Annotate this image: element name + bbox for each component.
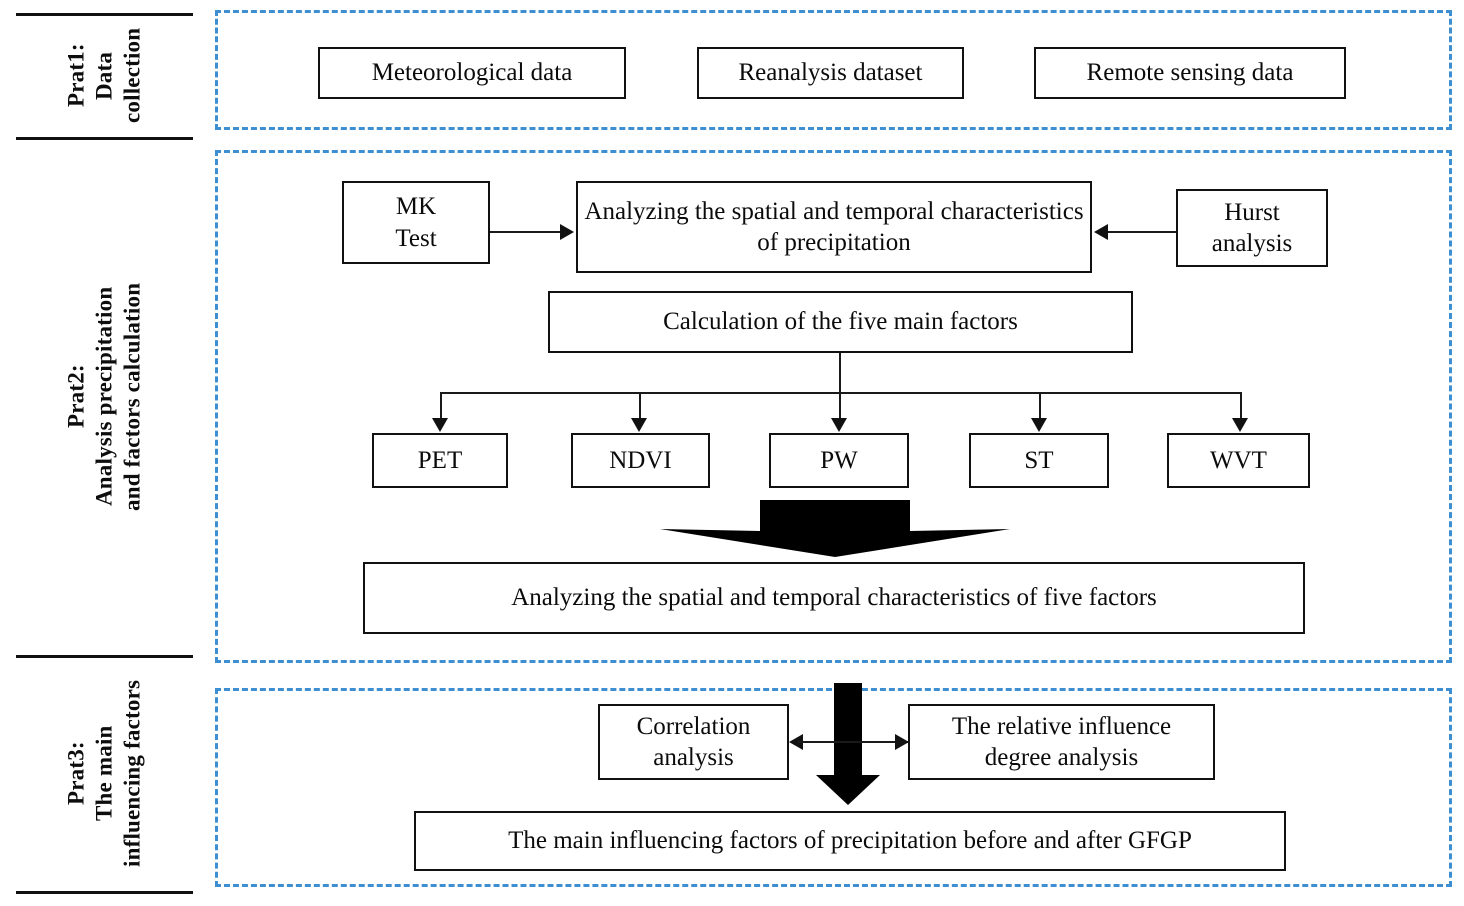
arrowhead-hurst-to-precip [1094, 224, 1108, 240]
box-main-influencing-factors[interactable]: The main influencing factors of precipit… [414, 811, 1286, 871]
arrowhead-mk-to-precip [560, 224, 574, 240]
stage-label-part2: Prat2: Analysis precipitation and factor… [63, 282, 145, 511]
connector-branch-wvt [1240, 392, 1242, 422]
box-factor-st[interactable]: ST [969, 433, 1109, 488]
panel-part1 [215, 10, 1452, 130]
box-hurst-analysis[interactable]: Hurst analysis [1176, 189, 1328, 267]
box-factor-ndvi[interactable]: NDVI [571, 433, 710, 488]
panel-part2 [215, 150, 1452, 663]
stage-divider-bottom [16, 891, 193, 894]
arrowhead-pw [831, 418, 847, 432]
stage-divider-2-3 [16, 655, 193, 658]
panel-part3 [215, 688, 1452, 887]
box-factor-pw[interactable]: PW [769, 433, 909, 488]
box-correlation-analysis[interactable]: Correlation analysis [598, 704, 789, 780]
stage-divider-1-2 [16, 137, 193, 140]
arrowhead-correlation-left [789, 734, 803, 750]
block-arrow-down-wide [660, 500, 1010, 557]
arrowhead-pet [432, 418, 448, 432]
connector-calculation-trunk [839, 353, 841, 392]
arrowhead-ndvi [631, 418, 647, 432]
stage-label-part3: Prat3: The main influencing factors [63, 679, 145, 868]
box-factor-pet[interactable]: PET [372, 433, 508, 488]
box-five-factor-characteristics[interactable]: Analyzing the spatial and temporal chara… [363, 562, 1305, 634]
arrowhead-relative-right [895, 734, 909, 750]
box-meteorological-data[interactable]: Meteorological data [318, 47, 626, 99]
box-mk-test[interactable]: MK Test [342, 181, 490, 264]
stage-divider-top [16, 13, 193, 16]
connector-branch-pet [440, 392, 442, 422]
connector-branch-ndvi [639, 392, 641, 422]
arrowhead-wvt [1232, 418, 1248, 432]
box-remote-sensing-data[interactable]: Remote sensing data [1034, 47, 1346, 99]
connector-hurst-to-precip [1108, 231, 1178, 233]
block-arrow-down-tall [816, 683, 880, 805]
stage-label-part1: Prat1: Data collection [63, 27, 145, 124]
connector-branch-pw [839, 392, 841, 422]
connector-double-arrow [798, 741, 908, 743]
box-calculation-five-factors[interactable]: Calculation of the five main factors [548, 291, 1133, 353]
connector-mk-to-precip [490, 231, 562, 233]
box-relative-influence-degree[interactable]: The relative influence degree analysis [908, 704, 1215, 780]
box-reanalysis-dataset[interactable]: Reanalysis dataset [697, 47, 964, 99]
connector-branch-st [1039, 392, 1041, 422]
arrowhead-st [1031, 418, 1047, 432]
box-factor-wvt[interactable]: WVT [1167, 433, 1310, 488]
box-precipitation-characteristics[interactable]: Analyzing the spatial and temporal chara… [576, 181, 1092, 273]
